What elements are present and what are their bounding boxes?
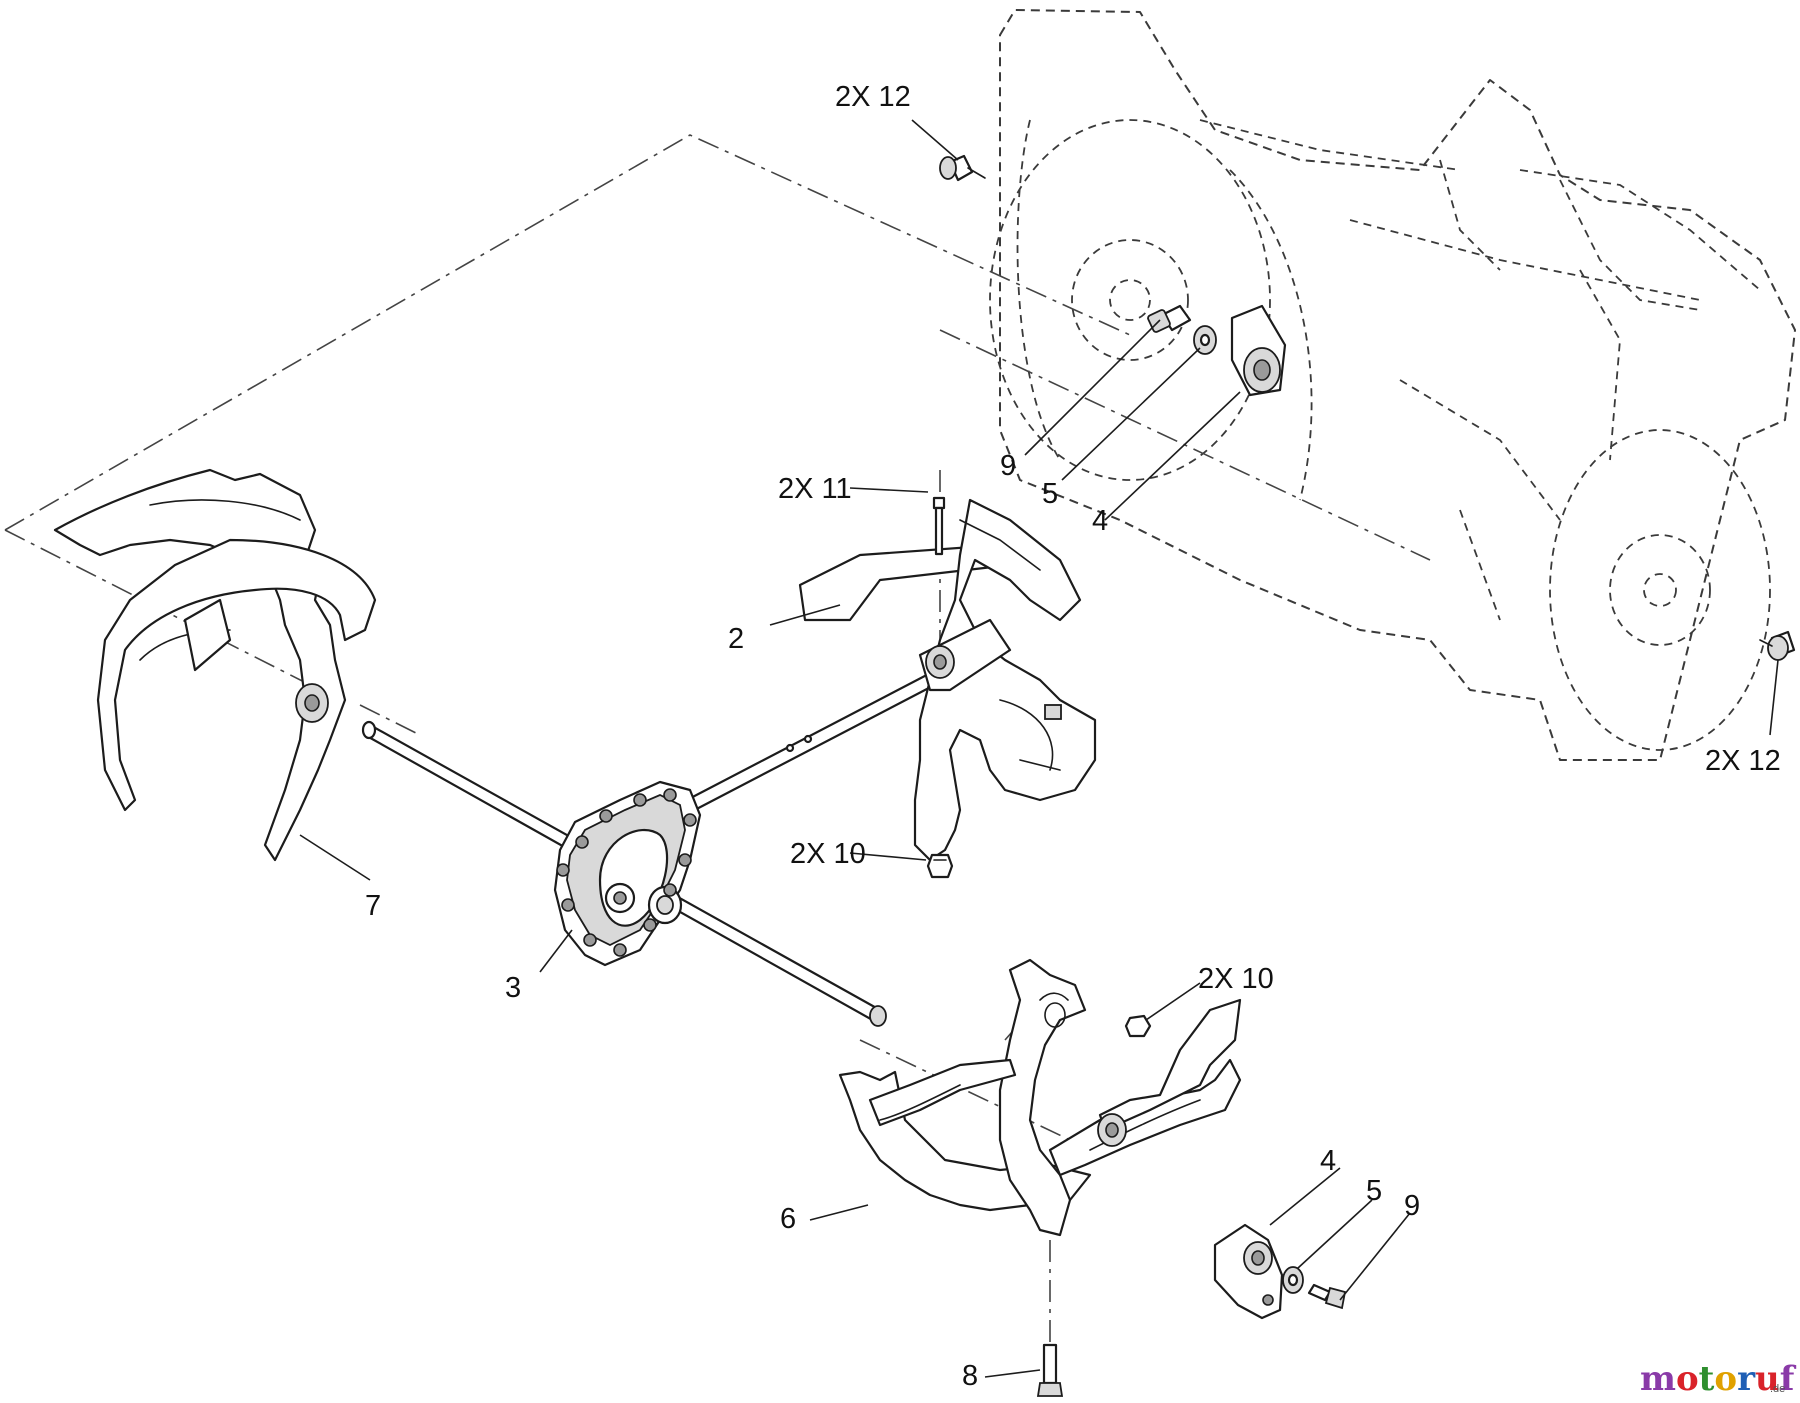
auger-housing — [989, 9, 1796, 761]
auger-nut-10 — [1124, 1014, 1152, 1038]
callout-9-upper: 9 — [1000, 450, 1016, 482]
callout-2x12-top: 2X 12 — [835, 81, 911, 113]
left-auger-flight-7 — [53, 468, 377, 862]
lower-washer-5 — [1282, 1266, 1304, 1294]
right-mounting-bolt-12 — [1759, 630, 1796, 661]
lower-bearing-4 — [1213, 1223, 1284, 1320]
logo-letter: f — [1780, 1359, 1797, 1399]
logo-letter: o — [1714, 1359, 1737, 1399]
upper-bearing-4 — [1230, 304, 1287, 397]
lower-bolt-9 — [1307, 1283, 1347, 1310]
logo-wordmark: motoruf — [1640, 1359, 1797, 1399]
callout-8: 8 — [962, 1360, 978, 1392]
logo-letter: r — [1737, 1359, 1756, 1399]
auger-bolt-8 — [1036, 1343, 1064, 1397]
logo-letter: o — [1676, 1359, 1699, 1399]
callout-4-lower: 4 — [1320, 1145, 1336, 1177]
upper-washer-5 — [1193, 325, 1217, 355]
callout-5-lower: 5 — [1366, 1175, 1382, 1207]
callout-9-lower: 9 — [1404, 1190, 1420, 1222]
logo-letter: u — [1755, 1359, 1780, 1399]
gearbox-3 — [553, 780, 702, 967]
top-mounting-bolt-12 — [939, 154, 986, 182]
logo-tld: .de — [1770, 1383, 1785, 1395]
callout-7: 7 — [365, 890, 381, 922]
callout-labels: 2X 12 9 5 4 2X 11 2 2X 12 2X 10 7 3 2X 1… — [365, 81, 1781, 1392]
logo-letter: m — [1640, 1359, 1676, 1399]
impeller-2 — [798, 498, 1097, 862]
right-auger-flight-6 — [838, 958, 1242, 1237]
leader-lines — [299, 119, 1779, 1378]
callout-2x10-lower: 2X 10 — [1198, 963, 1274, 995]
callout-5-upper: 5 — [1042, 478, 1058, 510]
impeller-bolt-11 — [932, 496, 946, 556]
callout-2x10-upper: 2X 10 — [790, 838, 866, 870]
callout-4-upper: 4 — [1092, 505, 1108, 537]
impeller-nut-10 — [926, 853, 954, 879]
callout-2x12-right: 2X 12 — [1705, 745, 1781, 777]
callout-2: 2 — [728, 623, 744, 655]
logo-letter: t — [1699, 1359, 1715, 1399]
callout-2x11: 2X 11 — [778, 473, 852, 505]
motoruf-logo: motoruf .de — [1640, 1359, 1797, 1399]
callout-3: 3 — [505, 972, 521, 1004]
callout-6: 6 — [780, 1203, 796, 1235]
